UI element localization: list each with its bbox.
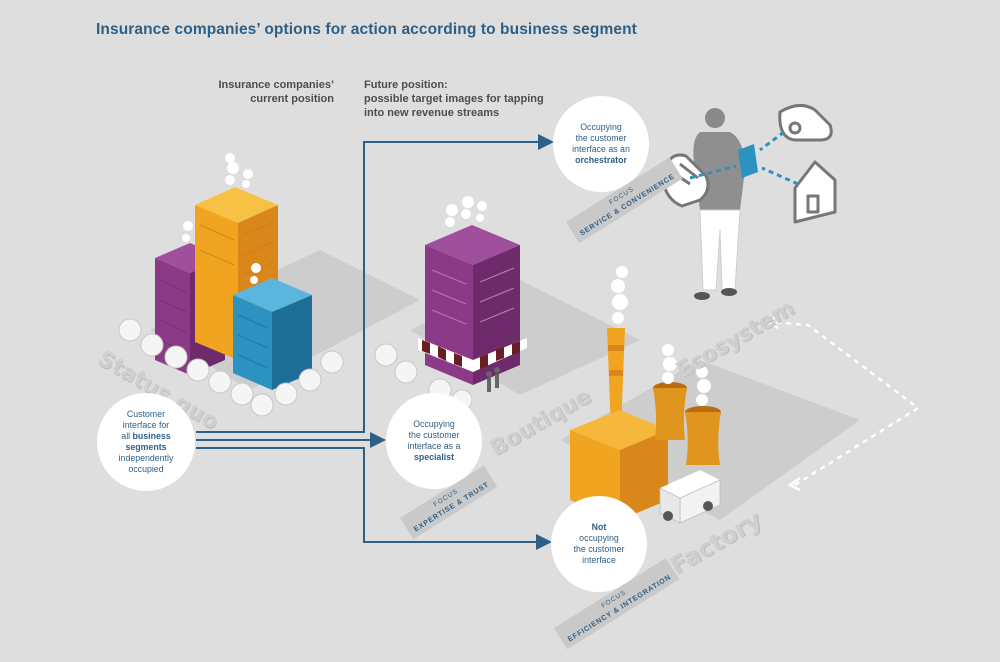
- future-header-line: into new revenue streams: [364, 107, 500, 119]
- future-header-line: possible target images for tapping: [364, 93, 544, 105]
- current-position-header: Insurance companies’ current position: [204, 78, 334, 106]
- circle-text: occupied: [128, 464, 164, 474]
- circle-text: independently: [118, 453, 174, 463]
- factory-building: [570, 266, 721, 520]
- circle-text: interface for: [122, 420, 170, 430]
- circle-text: Customer: [126, 409, 166, 419]
- circle-text: Occupying: [413, 419, 455, 429]
- status-quo-circle: Customer interface for all business segm…: [97, 393, 195, 491]
- house-icon: [793, 160, 837, 224]
- truck-icon: [659, 470, 721, 524]
- boutique-building: [418, 196, 527, 392]
- circle-text: all: [121, 431, 133, 441]
- status-quo-trees: [118, 318, 344, 417]
- ecosystem-circle: Occupying the customer interface as an o…: [553, 96, 649, 192]
- circle-text: Occupying: [580, 122, 622, 132]
- ecosystem-flow-arrows: [689, 130, 799, 186]
- status-quo-buildings: [155, 153, 312, 390]
- circle-text: interface: [582, 555, 616, 565]
- circle-text-bold: specialist: [413, 452, 455, 462]
- factory-circle: Not occupying the customer interface: [551, 496, 647, 592]
- current-header-line: Insurance companies’: [218, 79, 334, 91]
- circle-text: the customer: [408, 430, 460, 440]
- connector-arrows: [196, 134, 554, 550]
- circle-text-bold: Not: [591, 522, 607, 532]
- person-icon: [693, 108, 745, 300]
- tablet-icon: [738, 144, 758, 178]
- circle-text: interface as an: [572, 144, 630, 154]
- current-header-line: current position: [250, 93, 334, 105]
- circle-text-bold: segments: [125, 442, 167, 452]
- circle-text: interface as a: [407, 441, 461, 451]
- circle-text-bold: orchestrator: [575, 155, 627, 165]
- dashed-return-arrow: [765, 314, 921, 492]
- page-title: Insurance companies’ options for action …: [96, 21, 637, 38]
- car-key-icon: [778, 104, 833, 142]
- boutique-circle: Occupying the customer interface as a sp…: [386, 393, 482, 489]
- future-position-header: Future position: possible target images …: [364, 78, 564, 120]
- circle-text: the customer: [573, 544, 625, 554]
- circle-text: occupying: [579, 533, 619, 543]
- circle-text-bold: business: [132, 431, 171, 441]
- circle-text: the customer: [575, 133, 627, 143]
- future-header-line: Future position:: [364, 79, 448, 91]
